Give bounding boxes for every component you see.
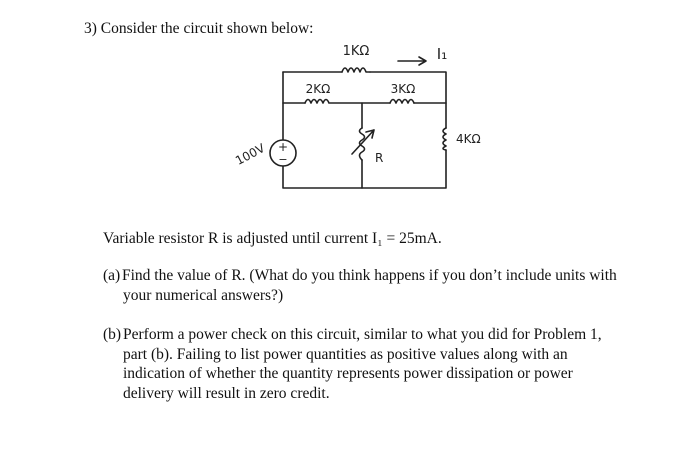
label-100v: 100V <box>233 141 268 168</box>
label-2k: 2KΩ <box>306 82 331 96</box>
part-b: (b) Perform a power check on this circui… <box>103 325 623 403</box>
voltage-source <box>269 139 297 167</box>
part-b-label: (b) <box>103 326 122 343</box>
source-plus-sign: + <box>278 140 288 154</box>
current-arrow <box>397 56 427 66</box>
label-1k: 1KΩ <box>343 44 370 59</box>
resistor-4k-symbol <box>442 127 447 151</box>
label-4k: 4KΩ <box>456 132 481 146</box>
part-a-text: Find the value of R. (What do you think … <box>122 267 617 304</box>
source-minus-sign: − <box>278 153 287 166</box>
variable-resistor-symbol <box>358 127 366 161</box>
wire-left-lower <box>282 149 447 189</box>
resistor-3k-symbol <box>389 98 415 104</box>
label-r: R <box>375 151 383 165</box>
resistor-1k-symbol <box>341 67 371 73</box>
variable-resistor-arrow <box>351 129 375 155</box>
wire-outer-top-right <box>369 71 447 129</box>
part-a: (a) Find the value of R. (What do you th… <box>103 266 623 305</box>
label-3k: 3KΩ <box>391 82 416 96</box>
resistor-2k-symbol <box>304 98 330 104</box>
part-b-text: Perform a power check on this circuit, s… <box>123 326 602 402</box>
problem-statement: Variable resistor R is adjusted until cu… <box>103 230 442 247</box>
part-a-label: (a) <box>103 267 121 284</box>
label-i1: I₁ <box>437 45 447 63</box>
problem-heading: 3) Consider the circuit shown below: <box>84 20 314 37</box>
